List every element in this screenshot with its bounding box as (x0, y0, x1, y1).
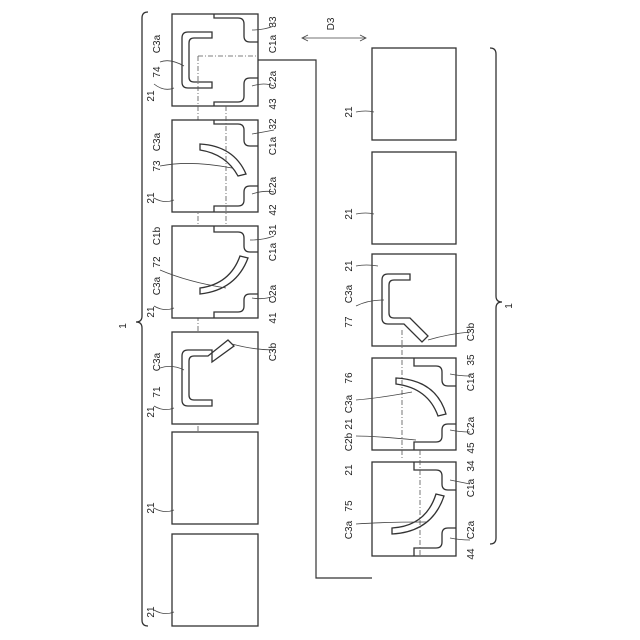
label-21: 21 (146, 606, 157, 618)
label-c1a: C1a (466, 372, 477, 391)
chip-blank-3 (372, 48, 456, 140)
labels-right-right: C3b 35 C1a C2a 45 34 C1a C2a 44 (466, 322, 477, 559)
label-21: 21 (146, 90, 157, 102)
label-41: 41 (268, 312, 279, 324)
right-strip: 1 (372, 48, 515, 556)
labels-left: 21 21 21 21 21 21 74 C3a 73 C3a C1b 72 C… (146, 34, 163, 617)
label-c3a: C3a (344, 520, 355, 539)
label-c3a: C3a (344, 284, 355, 303)
label-c1b: C1b (152, 226, 163, 245)
label-21: 21 (146, 192, 157, 204)
chip-blank-2 (172, 534, 258, 626)
labels-right-left: 21 21 21 C3a 77 76 C3a 21 C2b 21 75 C3a (344, 106, 355, 539)
label-72: 72 (152, 256, 163, 268)
label-c2a: C2a (466, 520, 477, 539)
chip-blank-1 (172, 432, 258, 524)
label-77: 77 (344, 316, 355, 328)
label-76: 76 (344, 372, 355, 384)
label-74: 74 (152, 66, 163, 78)
label-c3a: C3a (344, 394, 355, 413)
label-45: 45 (466, 442, 477, 454)
chip-blank-4 (372, 152, 456, 244)
chip-72 (172, 226, 258, 318)
chip-74 (172, 14, 258, 106)
label-75: 75 (344, 500, 355, 512)
direction-arrow: D3 (302, 17, 366, 41)
label-c1a: C1a (466, 478, 477, 497)
chip-73 (172, 120, 258, 212)
label-c3b: C3b (268, 342, 279, 361)
label-c3a: C3a (152, 132, 163, 151)
right-bracket-label: 1 (504, 303, 515, 309)
chip-76 (372, 358, 456, 450)
label-c1a: C1a (268, 136, 279, 155)
label-43: 43 (268, 98, 279, 110)
label-71: 71 (152, 386, 163, 398)
label-21: 21 (146, 502, 157, 514)
chip-75 (372, 462, 456, 556)
chip-77 (372, 254, 456, 346)
label-21: 21 (344, 106, 355, 118)
label-73: 73 (152, 160, 163, 172)
label-c3a: C3a (152, 352, 163, 371)
label-31: 31 (268, 224, 279, 236)
right-bracket (490, 48, 502, 544)
label-c2a: C2a (466, 416, 477, 435)
label-c3b: C3b (466, 322, 477, 341)
label-21: 21 (344, 464, 355, 476)
label-c2a: C2a (268, 70, 279, 89)
label-44: 44 (466, 548, 477, 560)
left-bracket (136, 12, 148, 626)
chip-71 (172, 332, 258, 424)
label-42: 42 (268, 204, 279, 216)
label-33: 33 (268, 16, 279, 28)
label-34: 34 (466, 460, 477, 472)
label-21: 21 (344, 260, 355, 272)
label-c2a: C2a (268, 284, 279, 303)
labels-left-chips-right: 33 C1a C2a 43 32 C1a C2a 42 31 C1a C2a 4… (268, 16, 279, 361)
label-c3a: C3a (152, 276, 163, 295)
label-21: 21 (344, 208, 355, 220)
label-21: 21 (146, 406, 157, 418)
label-c2a: C2a (268, 176, 279, 195)
label-35: 35 (466, 354, 477, 366)
left-strip: 1 (118, 12, 258, 626)
label-c3a: C3a (152, 34, 163, 53)
label-21: 21 (146, 306, 157, 318)
left-bracket-label: 1 (118, 323, 129, 329)
label-c1a: C1a (268, 34, 279, 53)
label-c2b: C2b (344, 432, 355, 451)
label-32: 32 (268, 118, 279, 130)
direction-label: D3 (326, 17, 337, 30)
label-c1a: C1a (268, 242, 279, 261)
label-21: 21 (344, 418, 355, 430)
